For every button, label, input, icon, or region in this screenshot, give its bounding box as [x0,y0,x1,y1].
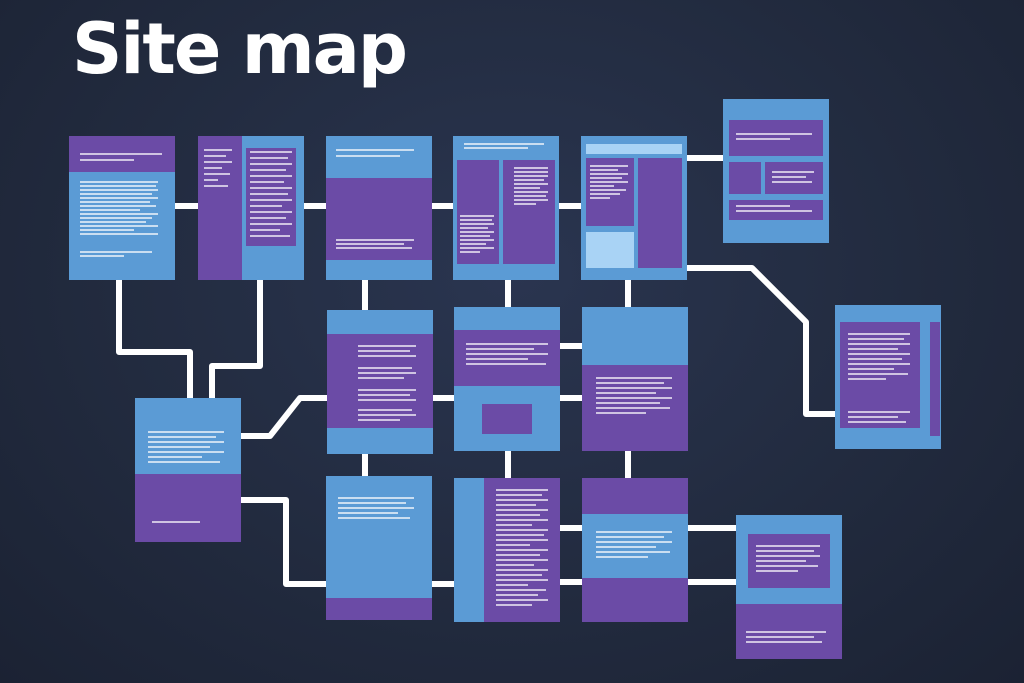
page-node-2 [198,136,304,280]
page-node-3 [326,136,432,280]
page-node-7 [835,305,941,449]
page-title: Site map [72,8,408,90]
page-node-6 [723,99,829,243]
connector [240,497,328,587]
page-node-9 [327,310,433,454]
page-node-1 [69,136,175,280]
page-node-11 [582,307,688,451]
page-node-5 [581,136,687,280]
connector [209,278,263,400]
connector [240,395,328,439]
page-node-4 [453,136,559,280]
page-node-12 [326,476,432,620]
page-node-8 [135,398,241,542]
connector [686,265,836,417]
page-node-15 [736,515,842,659]
page-node-13 [454,478,560,622]
connector [116,278,193,400]
page-node-10 [454,307,560,451]
connectors [116,155,836,587]
page-node-14 [582,478,688,622]
